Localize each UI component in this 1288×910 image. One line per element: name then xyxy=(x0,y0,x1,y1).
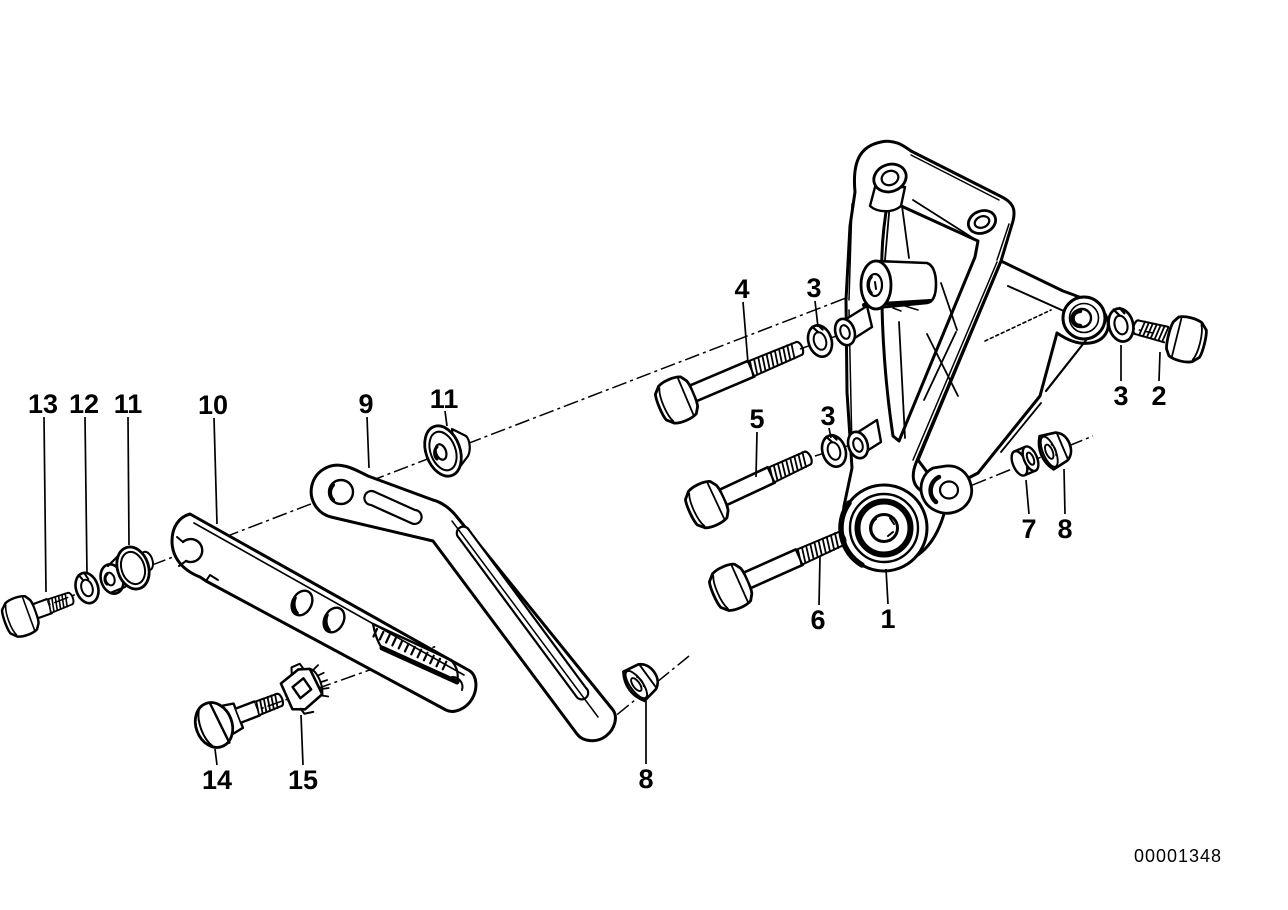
callout-label-2: 2 xyxy=(1151,381,1166,411)
part-washer-7 xyxy=(1010,445,1040,477)
callout-leader-4 xyxy=(742,301,749,364)
callout-label-15: 15 xyxy=(288,765,318,795)
callout-label-5: 5 xyxy=(749,404,764,434)
callout-label-8-right: 8 xyxy=(1057,514,1072,544)
callout-label-3-middle: 3 xyxy=(820,401,835,431)
part-bolt-13 xyxy=(0,591,75,642)
callout-leader-11-upper xyxy=(444,410,448,427)
part-washer-3-middle xyxy=(816,430,852,472)
callout-leader-11-left xyxy=(127,416,130,546)
drawing-number: 00001348 xyxy=(1134,846,1222,866)
callout-label-4: 4 xyxy=(734,274,749,304)
callout-leader-1 xyxy=(885,568,889,605)
callout-label-3-upper: 3 xyxy=(806,273,821,303)
main-bracket-lower-lobe xyxy=(919,464,974,515)
bolt14-axis-line xyxy=(242,645,438,716)
callout-leaders xyxy=(43,300,1161,766)
part-nut-8-right xyxy=(1033,425,1078,473)
callout-label-11-upper: 11 xyxy=(430,384,459,414)
callout-leader-15 xyxy=(300,714,304,766)
callout-label-8-lower: 8 xyxy=(638,764,653,794)
callout-leader-10 xyxy=(213,417,218,525)
callout-leader-13 xyxy=(43,416,47,593)
part-bushing-upper xyxy=(423,424,471,478)
callout-label-9: 9 xyxy=(358,389,373,419)
callout-label-13: 13 xyxy=(28,389,58,419)
part-support-arm xyxy=(309,463,617,743)
callout-label-7: 7 xyxy=(1021,514,1036,544)
part-rear-bracket xyxy=(916,259,1110,494)
callout-label-11-left: 11 xyxy=(114,389,143,419)
part-adjusting-bar xyxy=(170,512,478,713)
callout-leader-5 xyxy=(755,431,758,478)
callout-leader-9 xyxy=(366,416,370,469)
callout-label-10: 10 xyxy=(198,390,228,420)
callout-leader-6 xyxy=(818,556,821,606)
part-main-bracket xyxy=(833,139,1016,573)
part-cage-nut-15 xyxy=(279,662,330,715)
callout-leader-3-upper xyxy=(814,300,819,328)
part-grommet-left xyxy=(99,545,154,595)
callout-leader-8-right xyxy=(1063,468,1066,515)
part-bolt-14 xyxy=(193,692,285,749)
callout-label-14: 14 xyxy=(202,765,232,795)
main-bracket-arm-lower xyxy=(846,418,883,460)
callout-leader-14 xyxy=(214,748,218,766)
callout-leader-12 xyxy=(84,416,88,575)
main-bracket-top-boss xyxy=(868,162,908,213)
part-washer-3-right xyxy=(1103,304,1139,346)
part-washer-12 xyxy=(74,571,100,605)
callout-label-12: 12 xyxy=(69,389,99,419)
main-bracket-rubber-mount-boss xyxy=(838,483,929,573)
part-bolt-2 xyxy=(1132,312,1212,368)
part-washer-3-upper xyxy=(802,320,838,362)
main-bracket-hole2 xyxy=(966,209,998,235)
callout-leader-7 xyxy=(1025,479,1030,515)
part-nut-8-lower xyxy=(617,655,666,706)
part-bolt-5 xyxy=(679,450,813,535)
main-bracket-middle-boss xyxy=(859,259,938,312)
callout-label-6: 6 xyxy=(810,605,825,635)
main-bracket-arm-upper xyxy=(833,304,874,347)
callout-label-1: 1 xyxy=(880,604,895,634)
part-bolt-4 xyxy=(649,340,805,430)
callout-leader-2 xyxy=(1158,351,1161,382)
part-bolt-6 xyxy=(703,530,847,617)
callout-leader-3-middle xyxy=(828,427,832,439)
callout-labels: 13 12 11 10 9 11 4 3 5 3 3 2 7 8 6 1 8 1… xyxy=(28,273,1167,795)
adjusting-bar-toothed-slot xyxy=(371,622,460,685)
callout-label-3-right: 3 xyxy=(1113,381,1128,411)
